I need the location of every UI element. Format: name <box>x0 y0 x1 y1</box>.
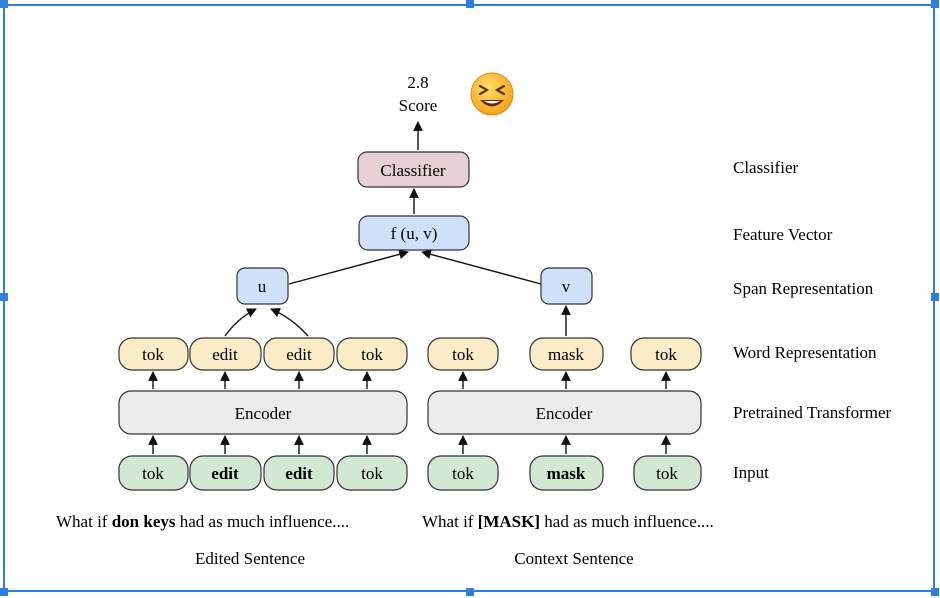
word-right-0-box <box>427 337 499 371</box>
laughing-face-icon <box>470 72 514 116</box>
score-label: Score <box>399 96 438 115</box>
resize-handle-bottom-mid[interactable] <box>466 588 474 596</box>
classifier-box-label: Classifier <box>380 161 445 180</box>
span-v-box <box>540 267 593 305</box>
encoder-right-box <box>427 390 702 435</box>
word-left-row: tok edit edit tok <box>118 337 408 371</box>
word-right-2: tok <box>655 345 677 364</box>
encoder-left-label: Encoder <box>235 404 292 423</box>
row-label-classifier: Classifier <box>733 158 798 177</box>
input-right-2-box <box>633 455 702 491</box>
input-left-3: tok <box>361 464 383 483</box>
input-right-0-box <box>427 455 499 491</box>
diagram-arrows <box>148 121 671 454</box>
row-label-input: Input <box>733 463 769 482</box>
word-right-row: tok mask tok <box>427 337 702 371</box>
resize-handle-mid-left[interactable] <box>0 293 8 301</box>
word-left-1: edit <box>212 345 238 364</box>
word-left-0-box <box>118 337 189 371</box>
edited-sentence: What if don keys had as much influence..… <box>56 512 349 531</box>
resize-handle-bottom-right[interactable] <box>931 588 939 596</box>
resize-handle-mid-right[interactable] <box>931 293 939 301</box>
edited-sentence-caption: Edited Sentence <box>195 549 305 568</box>
encoder-left-box <box>118 390 408 435</box>
input-right-1-box <box>529 455 604 491</box>
encoder-right-label: Encoder <box>536 404 593 423</box>
word-left-0: tok <box>142 345 164 364</box>
input-right-1: mask <box>547 464 586 483</box>
resize-handle-top-left[interactable] <box>0 0 8 8</box>
score-value: 2.8 <box>407 73 428 92</box>
input-left-1-box <box>189 455 262 491</box>
word-right-0: tok <box>452 345 474 364</box>
word-left-3-box <box>336 337 408 371</box>
input-right-row: tok mask tok <box>427 455 702 491</box>
span-v-label: v <box>562 277 571 296</box>
resize-handle-top-right[interactable] <box>931 0 939 8</box>
row-label-span: Span Representation <box>733 279 874 298</box>
feature-vector-label: f (u, v) <box>391 224 438 243</box>
input-left-row: tok edit edit tok <box>118 455 408 491</box>
resize-handle-top-mid[interactable] <box>466 0 474 8</box>
input-left-3-box <box>336 455 408 491</box>
row-label-word: Word Representation <box>733 343 877 362</box>
span-u-box <box>236 267 289 305</box>
span-u-label: u <box>258 277 267 296</box>
word-left-2: edit <box>286 345 312 364</box>
input-right-2: tok <box>656 464 678 483</box>
row-label-feature: Feature Vector <box>733 225 833 244</box>
input-right-0: tok <box>452 464 474 483</box>
input-left-0-box <box>118 455 189 491</box>
word-left-1-box <box>189 337 262 371</box>
input-left-2: edit <box>285 464 313 483</box>
input-left-0: tok <box>142 464 164 483</box>
context-sentence-caption: Context Sentence <box>514 549 633 568</box>
input-left-2-box <box>263 455 335 491</box>
row-label-transformer: Pretrained Transformer <box>733 403 892 422</box>
context-sentence: What if [MASK] had as much influence.... <box>422 512 714 531</box>
word-left-3: tok <box>361 345 383 364</box>
input-left-1: edit <box>211 464 239 483</box>
feature-vector-box <box>358 215 470 251</box>
resize-handle-bottom-left[interactable] <box>0 588 8 596</box>
word-right-2-box <box>630 337 702 371</box>
classifier-box <box>357 151 470 188</box>
word-right-1-box <box>529 337 604 371</box>
word-right-1: mask <box>548 345 584 364</box>
word-left-2-box <box>263 337 335 371</box>
